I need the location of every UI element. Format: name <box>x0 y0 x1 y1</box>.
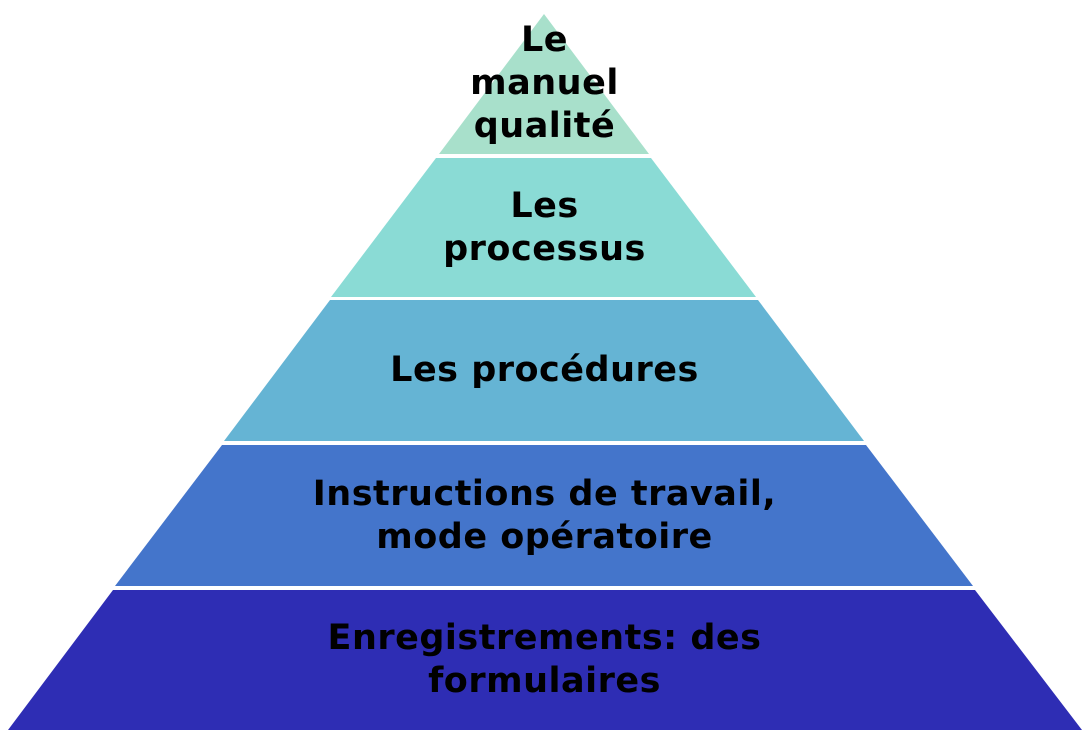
layer-1-line-1: Le <box>520 20 569 60</box>
layer-2-shape <box>331 158 756 297</box>
layer-1-shape <box>439 14 649 154</box>
layer-5-label: Enregistrements: des formulaires <box>0 617 1089 703</box>
layer-3-line-1: Les procédures <box>390 350 699 390</box>
layer-2-line-1: Les <box>510 186 579 226</box>
layer-3-label: Les procédures <box>0 349 1089 392</box>
layer-3-shape <box>224 300 864 441</box>
layer-2-label: Les processus <box>0 185 1089 271</box>
layer-4-shape <box>115 445 973 586</box>
layer-4-line-1: Instructions de travail, <box>312 474 777 514</box>
layer-5-line-2: formulaires <box>428 661 661 701</box>
layer-4-line-2: mode opératoire <box>376 517 713 557</box>
layer-4-label: Instructions de travail, mode opératoire <box>0 473 1089 559</box>
layer-1-line-3: qualité <box>473 106 616 146</box>
layer-1-line-2: manuel <box>470 63 619 103</box>
layer-2-line-2: processus <box>443 229 646 269</box>
layer-5-shape <box>8 590 1082 730</box>
layer-1-label: Le manuel qualité <box>0 19 1089 148</box>
layer-5-line-1: Enregistrements: des <box>327 618 762 658</box>
